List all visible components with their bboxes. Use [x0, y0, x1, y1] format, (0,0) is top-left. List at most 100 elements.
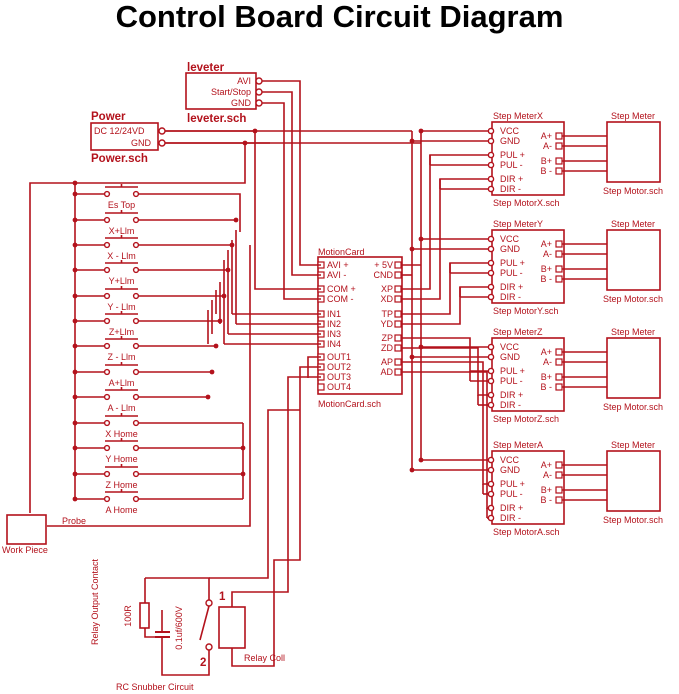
pin-marker [555, 348, 563, 356]
motor-file: Step Motor.sch [603, 294, 663, 304]
switch-contact [103, 495, 111, 503]
power-return [29, 143, 246, 513]
relay-coil [218, 606, 246, 649]
switch-contact [132, 317, 140, 325]
leveter-pin-label: Start/Stop [211, 87, 251, 97]
motor-pin-label: B - [540, 274, 552, 284]
driver-pin-label: PUL + [500, 366, 525, 376]
driver-pin-label: PUL + [500, 150, 525, 160]
pin-marker [317, 383, 325, 391]
wire [262, 91, 321, 276]
driver-pin [487, 466, 495, 474]
driver-pin [487, 343, 495, 351]
junction-dot [209, 369, 215, 375]
motor-pin-label: B+ [541, 264, 552, 274]
resistor [139, 602, 150, 629]
wire [401, 337, 489, 372]
motor-block [606, 450, 661, 512]
motioncard-pin-label: OUT2 [327, 362, 351, 372]
junction-dot [213, 343, 219, 349]
switch-label: X Home [105, 429, 138, 439]
power-block [90, 122, 159, 151]
pin-marker [555, 142, 563, 150]
snubber-label: RC Snubber Circuit [116, 682, 194, 692]
motioncard-pin-label: TP [381, 309, 393, 319]
motioncard-title: MotionCard [318, 247, 365, 257]
power-pin [158, 139, 166, 147]
switch-contact [132, 495, 140, 503]
driver-pin-label: PUL + [500, 258, 525, 268]
motor-block [606, 121, 661, 183]
switch-label: A Home [105, 505, 137, 515]
motor-pin-label: A+ [541, 460, 552, 470]
switch-label: X+Llm [109, 226, 135, 236]
pin-marker [555, 358, 563, 366]
driver-title: Step MeterX [493, 111, 543, 121]
capacitor-label: 0.1uf/600V [174, 606, 184, 650]
pin-marker [555, 373, 563, 381]
motor-block [606, 229, 661, 291]
driver-pin-label: VCC [500, 342, 520, 352]
switch-contact [132, 393, 140, 401]
leveter-pin [255, 88, 263, 96]
switch-contact [103, 444, 111, 452]
switch-contact [132, 292, 140, 300]
driver-pin [487, 175, 495, 183]
contact-1-label: 1 [219, 591, 226, 603]
driver-pin [487, 269, 495, 277]
driver-pin [487, 353, 495, 361]
driver-pin-label: DIR - [500, 292, 521, 302]
driver-title: Step MeterA [493, 440, 543, 450]
leveter-file: leveter.sch [187, 113, 246, 125]
pin-marker [394, 320, 402, 328]
pin-marker [394, 271, 402, 279]
motioncard-pin-label: AVI + [327, 260, 349, 270]
junction-dot [240, 471, 246, 477]
motioncard-pin-label: IN4 [327, 339, 341, 349]
probe-label: Probe [62, 516, 86, 526]
motioncard-pin-label: AVI - [327, 270, 346, 280]
wire [165, 130, 321, 290]
wire [231, 585, 275, 667]
contact-1 [205, 599, 213, 607]
driver-pin-label: DIR + [500, 390, 523, 400]
junction-dot [240, 445, 246, 451]
switch-contact [103, 317, 111, 325]
driver-pin-label: GND [500, 136, 521, 146]
driver-pin-label: DIR + [500, 503, 523, 513]
wire [401, 154, 489, 290]
switch-contact [132, 266, 140, 274]
pin-marker [394, 295, 402, 303]
driver-pin [487, 283, 495, 291]
driver-pin [487, 151, 495, 159]
contact-switch [199, 605, 210, 641]
motioncard-pin-label: IN1 [327, 309, 341, 319]
wire [273, 366, 321, 585]
motioncard-pin-label: CND [374, 270, 394, 280]
switch-contact [103, 190, 111, 198]
switch-contact [103, 292, 111, 300]
wire [144, 628, 162, 638]
motioncard-pin-label: XP [381, 284, 393, 294]
switch-contact [103, 342, 111, 350]
pin-marker [555, 132, 563, 140]
wire [262, 102, 321, 300]
switch-label: Es Top [108, 200, 135, 210]
driver-pin-label: DIR - [500, 400, 521, 410]
switch-contact [132, 190, 140, 198]
pin-marker [394, 285, 402, 293]
switch-contact [103, 419, 111, 427]
motioncard-pin-label: IN2 [327, 319, 341, 329]
leveter-title: leveter [187, 62, 225, 74]
driver-pin-label: GND [500, 244, 521, 254]
driver-block [491, 121, 565, 196]
motioncard-pin-label: OUT1 [327, 352, 351, 362]
wire [287, 376, 321, 590]
pin-marker [555, 486, 563, 494]
motor-pin-label: A- [543, 249, 552, 259]
motor-pin-label: A+ [541, 131, 552, 141]
motor-title: Step Meter [611, 440, 655, 450]
motor-pin-label: B+ [541, 485, 552, 495]
